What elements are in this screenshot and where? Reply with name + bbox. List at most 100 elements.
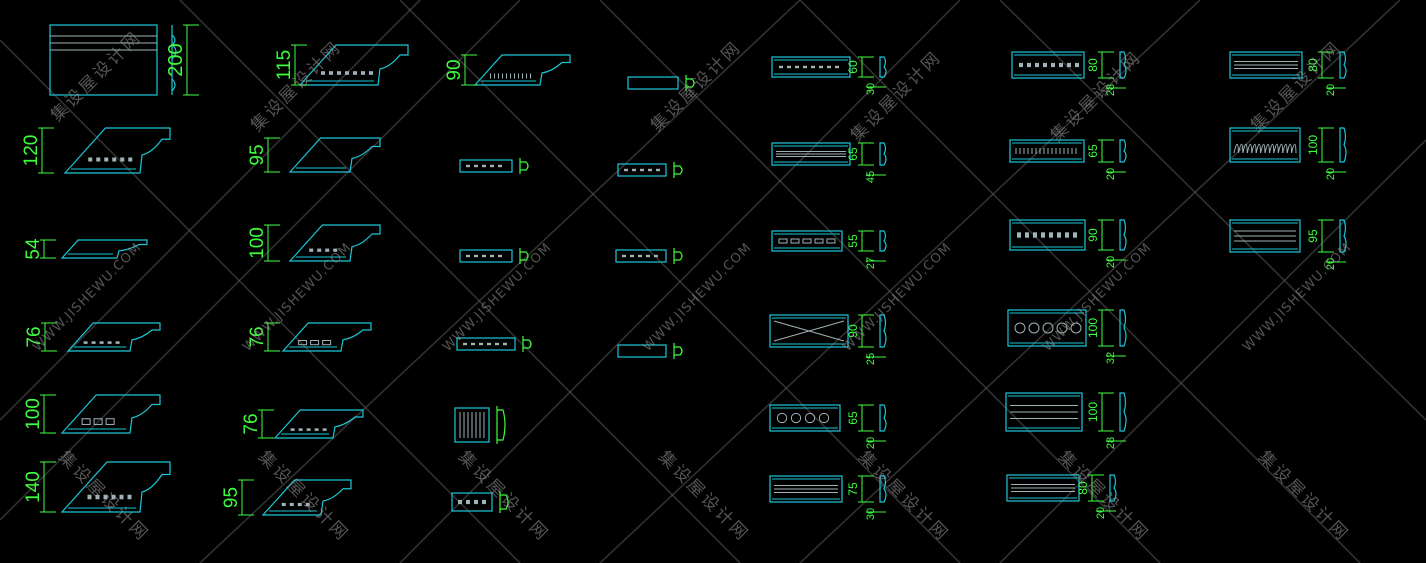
dentil-mark <box>112 157 117 162</box>
watermark-line <box>199 0 801 563</box>
dentil-mark <box>654 254 658 258</box>
crown-outline <box>298 44 409 86</box>
crown-molding-10: 76 <box>241 409 364 439</box>
dimension-label: 76 <box>247 326 268 347</box>
dentil-mark <box>466 254 470 258</box>
square-mark <box>93 418 103 425</box>
watermark-line <box>599 0 1161 563</box>
dentil-mark <box>622 254 626 258</box>
watermark-line <box>799 0 1361 563</box>
square-mark <box>105 418 115 425</box>
dimension-label: 90 <box>1086 228 1100 242</box>
dentil-mark <box>317 248 322 252</box>
dentil-mark <box>646 254 650 258</box>
dentil-mark <box>1033 232 1037 238</box>
crown-outline <box>66 322 161 352</box>
dimension-label: 90 <box>444 59 465 80</box>
crown-molding-3: 120 <box>21 127 171 174</box>
crown-molding-4: 95 <box>247 137 381 173</box>
dentil-mark <box>482 254 486 258</box>
small-molding-section <box>499 491 509 513</box>
dimension-label: 80 <box>1076 481 1090 495</box>
dimension-label: 80 <box>1086 58 1100 72</box>
ornament-line <box>773 320 845 342</box>
crown-outline <box>281 322 372 352</box>
panel-section <box>879 475 887 503</box>
dentil-mark <box>88 157 93 162</box>
panel-outline <box>769 404 841 432</box>
circle-mark <box>1014 322 1026 334</box>
dentil-mark <box>104 157 109 162</box>
dentil-mark <box>95 494 100 500</box>
crown-molding-12: 95 <box>221 479 352 516</box>
panel-section <box>879 142 887 166</box>
crown-molding-5: 54 <box>23 238 148 260</box>
dentil-mark <box>91 341 96 344</box>
square-mark <box>298 340 308 346</box>
carving-mark <box>1268 143 1275 154</box>
panel-outline <box>771 56 851 78</box>
dimension-label: 80 <box>1306 58 1320 72</box>
square-mark <box>802 238 812 244</box>
small-molding-section <box>673 248 683 264</box>
small-molding-2 <box>617 162 683 178</box>
panel-outline <box>1009 219 1086 251</box>
dentil-mark <box>111 494 116 500</box>
square-mark <box>322 340 332 346</box>
dentil-mark <box>819 65 823 69</box>
small-molding-section <box>685 75 695 91</box>
dentil-mark <box>648 168 652 172</box>
small-molding-section <box>519 248 529 264</box>
dentil-mark <box>490 164 494 168</box>
panel-outline <box>1005 392 1083 432</box>
panel-outline <box>1229 51 1303 79</box>
depth-label: 20 <box>1325 258 1337 270</box>
dimension-label: 100 <box>1086 402 1100 422</box>
flat-molding-section <box>171 25 177 95</box>
crown-molding-2: 90 <box>444 54 571 86</box>
dentil-mark <box>1057 232 1061 238</box>
dimension-label: 100 <box>23 398 44 430</box>
small-molding-6 <box>617 343 683 359</box>
carving-mark <box>1242 143 1248 154</box>
dentil-mark <box>466 499 470 505</box>
panel-section <box>1119 392 1127 432</box>
carving-mark <box>1237 143 1244 154</box>
panel-outline <box>1007 309 1087 347</box>
dimension-label: 95 <box>1306 229 1320 243</box>
dentil-mark <box>640 168 644 172</box>
dentil-mark <box>482 164 486 168</box>
dentil-mark <box>787 65 791 69</box>
dentil-mark <box>128 157 133 162</box>
small-molding-section <box>496 406 506 444</box>
panel-outline <box>1229 127 1301 163</box>
depth-label: 20 <box>1095 507 1107 519</box>
dentil-mark <box>119 494 124 500</box>
dentil-mark <box>345 71 349 75</box>
watermark-line <box>399 0 961 563</box>
depth-label: 20 <box>865 437 877 449</box>
dentil-mark <box>298 428 303 431</box>
dentil-mark <box>120 157 125 162</box>
depth-label: 30 <box>865 508 877 520</box>
depth-label: 20 <box>1325 168 1337 180</box>
small-molding-8 <box>451 491 509 513</box>
dimension-label: 140 <box>23 471 44 503</box>
dimension-label: 65 <box>846 147 860 161</box>
dentil-mark <box>1051 62 1055 68</box>
watermark-line <box>0 39 521 563</box>
dentil-mark <box>99 341 104 344</box>
dentil-mark <box>466 164 470 168</box>
dentil-mark <box>624 168 628 172</box>
dentil-mark <box>309 248 314 252</box>
depth-label: 27 <box>865 257 877 269</box>
circle-mark <box>1070 322 1082 334</box>
